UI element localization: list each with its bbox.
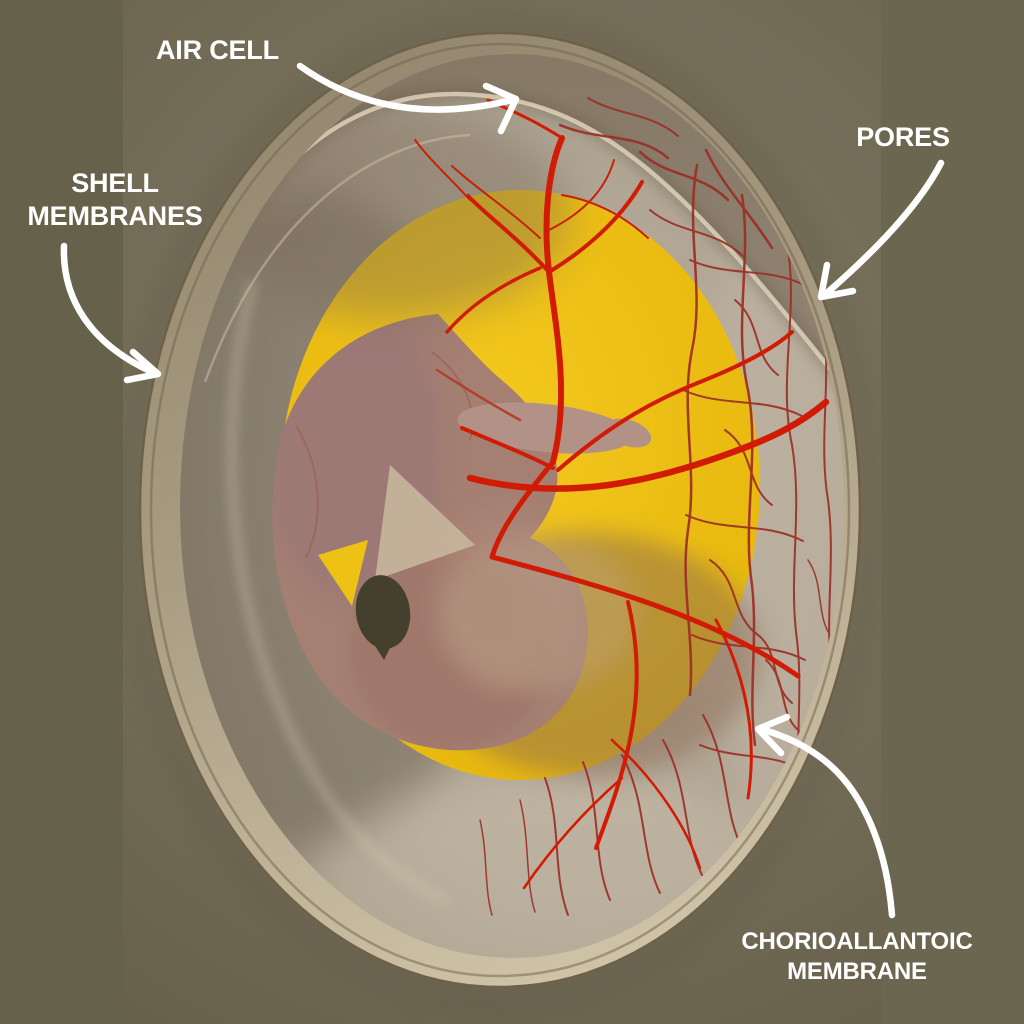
air-cell-arrow: [296, 62, 520, 135]
chorioallantoic-membrane-label: CHORIOALLANTOIC MEMBRANE: [712, 927, 1002, 987]
pores-arrow: [817, 159, 945, 301]
chorioallantoic-membrane-label-line1: CHORIOALLANTOIC: [741, 928, 973, 955]
shell-membranes-label: SHELL MEMBRANES: [10, 167, 220, 233]
letterbox-bar-left: [0, 0, 123, 1024]
shell-membranes-label-line2: MEMBRANES: [27, 201, 203, 231]
annotation-arrows: [60, 62, 945, 919]
air-cell-label: AIR CELL: [156, 35, 279, 65]
blood-vessels-bright: [414, 98, 830, 890]
embryo-back-vessel: [295, 424, 319, 559]
embryo-beak-notch: [318, 540, 368, 606]
membrane-under-shadow: [220, 110, 570, 320]
shell-membranes-label-line1: SHELL: [71, 168, 159, 198]
chorioallantoic-membrane-label-line2: MEMBRANE: [787, 958, 927, 985]
egg-outer-shadow: [120, 17, 880, 1011]
embryo-eye: [355, 575, 411, 660]
shell-membranes-arrow: [60, 242, 162, 384]
chorioallantoic-membrane-arrow: [754, 713, 896, 919]
blood-vessels-capillary-network: [479, 97, 833, 916]
pores-label: PORES: [856, 122, 950, 152]
letterbox-bar-right: [881, 0, 1024, 1024]
yolk-sac-membrane: [375, 465, 640, 693]
embryo: [272, 314, 652, 751]
